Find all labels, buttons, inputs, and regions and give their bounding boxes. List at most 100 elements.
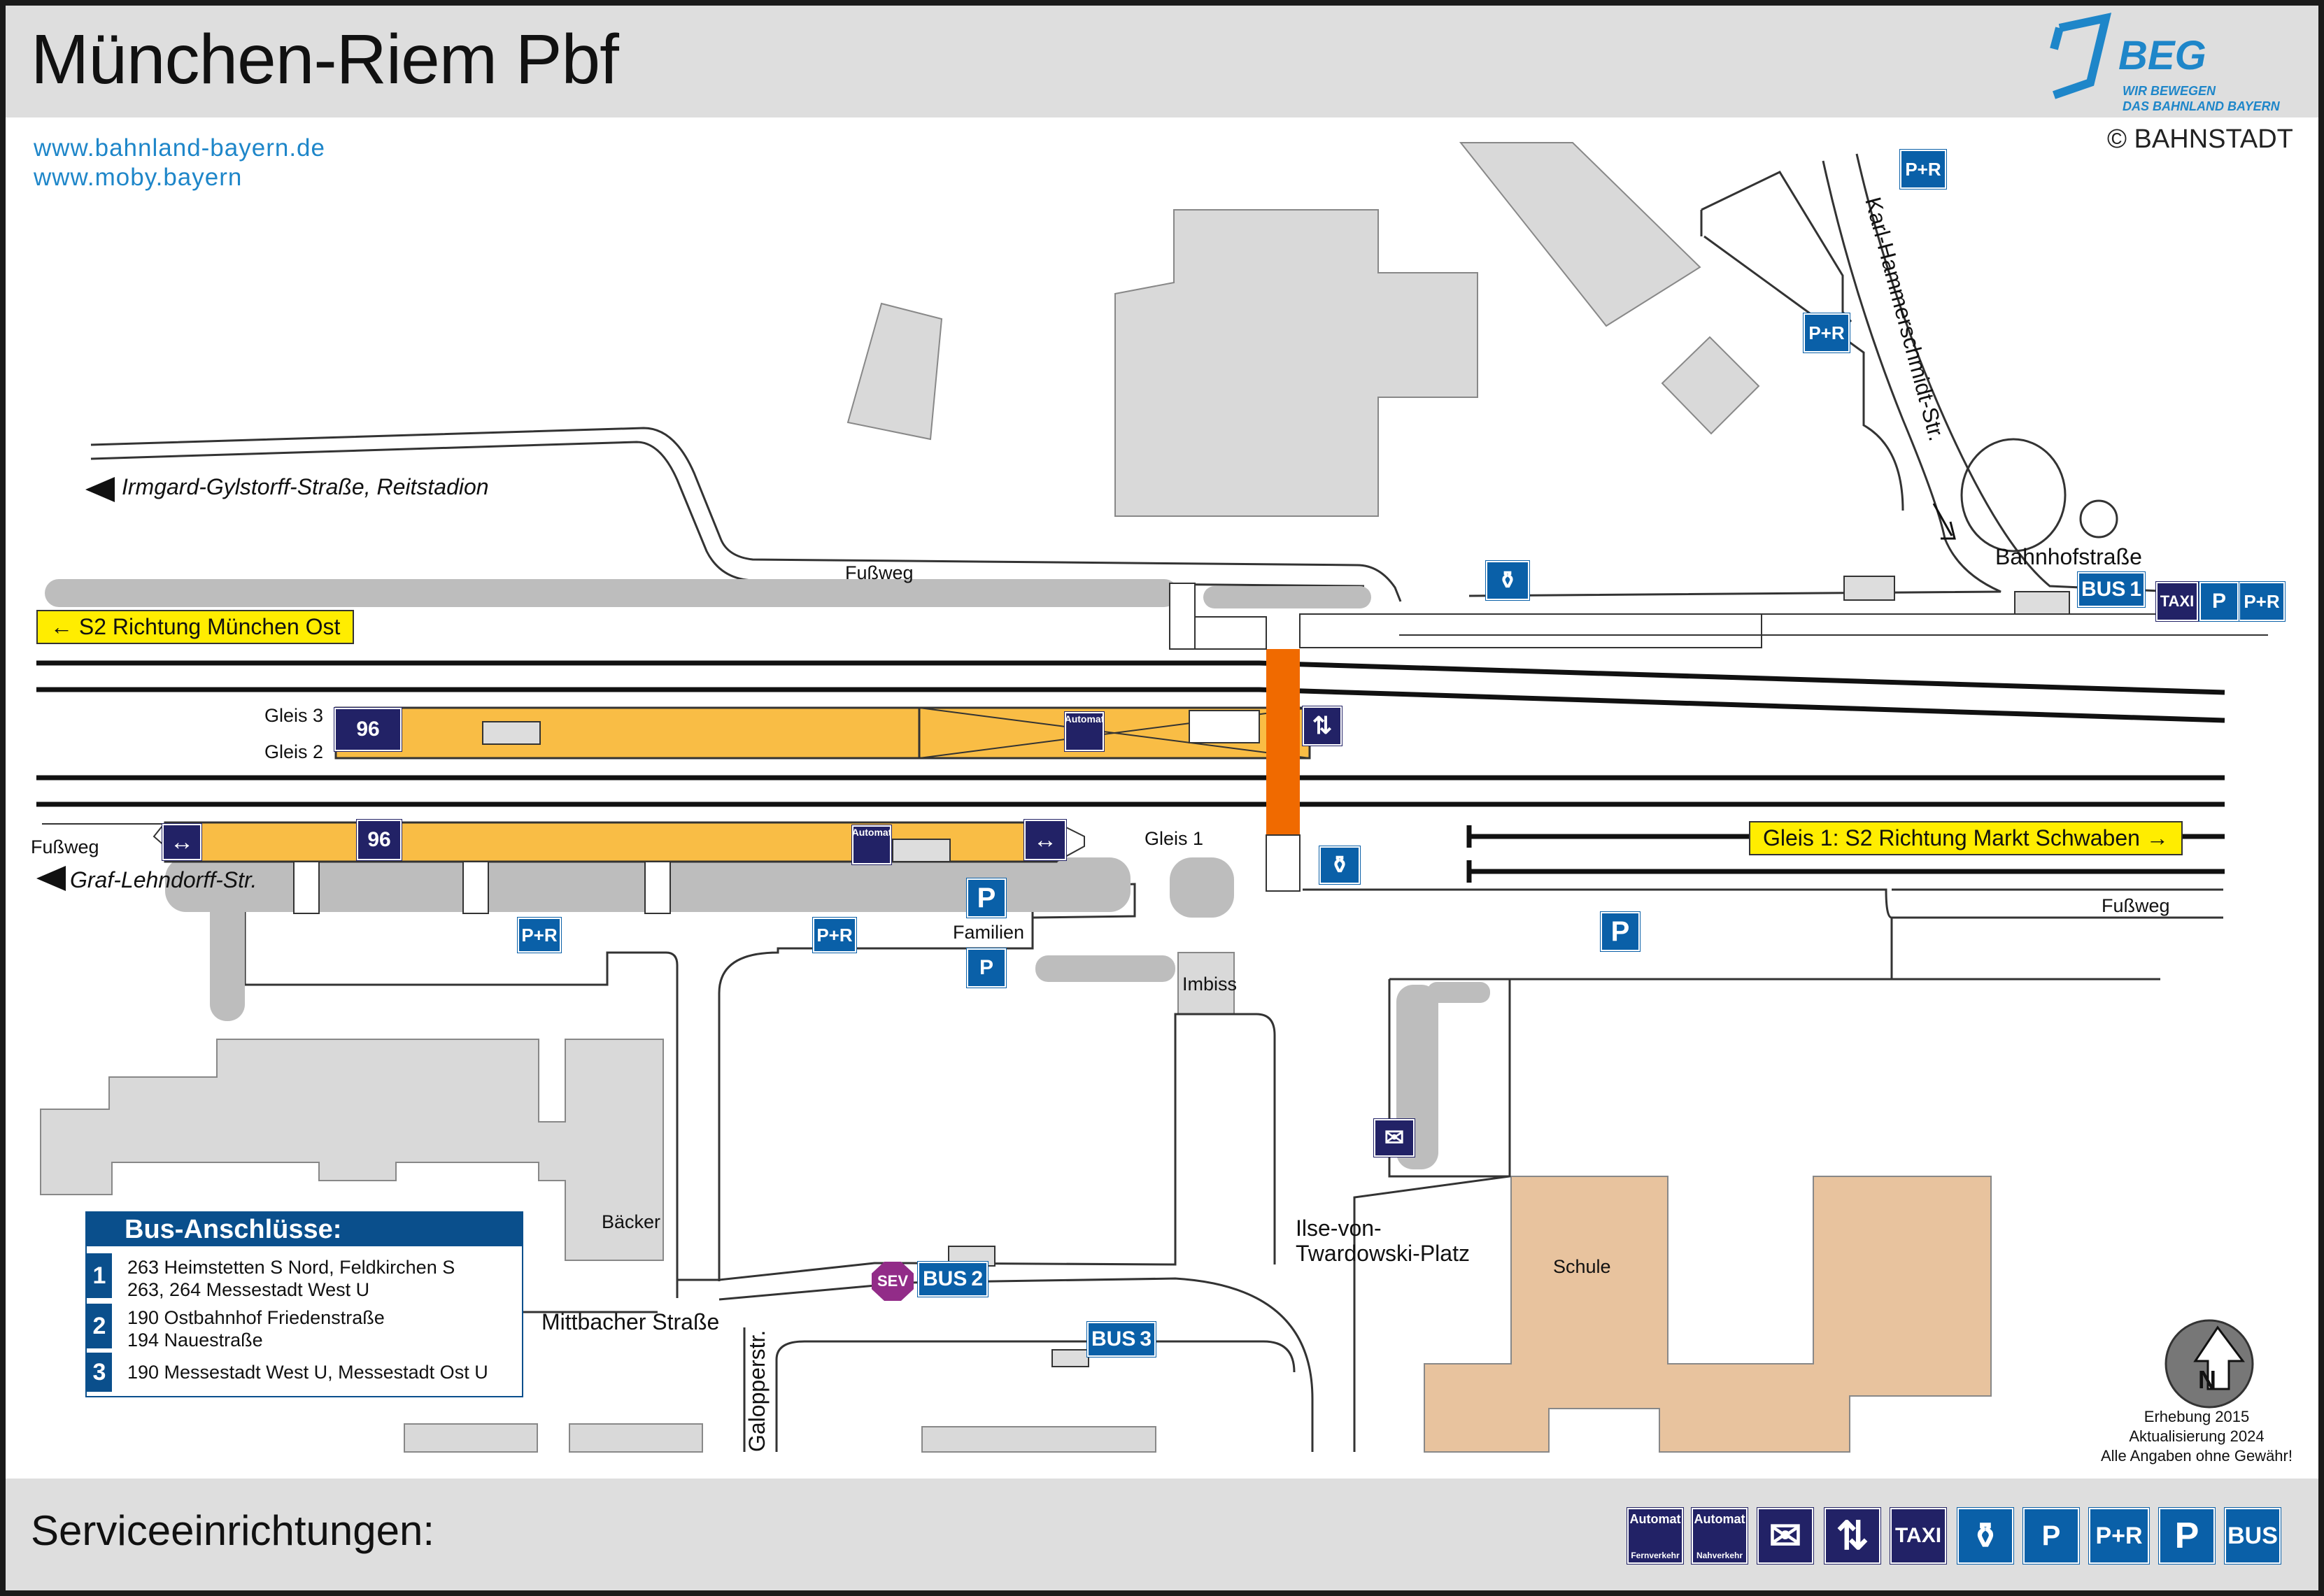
legend-disabled-parking-icon[interactable]: P [2022,1507,2080,1565]
legend-bus-icon[interactable]: BUS [2224,1507,2281,1565]
legend-bike-parking-icon[interactable]: ⚱ [1957,1507,2014,1565]
building-south-3 [921,1426,1156,1453]
survey-line3: Alle Angaben ohne Gewähr! [2101,1447,2293,1465]
bike-parking-icon[interactable]: ⚱ [1485,560,1530,601]
legend-taxi-icon[interactable]: TAXI [1890,1507,1947,1565]
bus-connection-line1: 263 Heimstetten S Nord, Feldkirchen S [127,1257,455,1278]
road-mittbacher-east [718,1277,1314,1452]
platform-gleis-2-3 [334,706,1311,760]
bus-connection-number: 3 [87,1353,112,1392]
disabled-parking-icon[interactable]: P [966,948,1007,988]
label-gleis-3: Gleis 3 [264,705,324,726]
street-galopper: Galopperstr. [744,1330,770,1452]
road-karl-east [1855,153,2269,597]
mailboxes [482,576,2070,1367]
header-bar [6,6,2318,117]
parking-icon[interactable]: P [966,878,1007,918]
ticket-machine-icon[interactable]: Automat [1064,711,1105,752]
park-and-ride-icon[interactable]: P+R [1803,313,1850,353]
park-and-ride-icon[interactable]: P+R [1899,149,1947,190]
direction-east-label: Gleis 1: S2 Richtung Markt Schwaben [1763,825,2140,850]
bike-parking-icon[interactable]: ⚱ [1319,846,1361,885]
taxi-icon[interactable]: TAXI [2155,581,2199,622]
platform-access-icon[interactable]: ↔ [162,823,202,861]
stairs [293,583,1762,914]
hedge-ilse-top [1427,982,1490,1003]
label-imbiss: Imbiss [1182,974,1238,995]
school-building [1424,1176,1992,1453]
road-ilse-box [1388,979,1510,1178]
label-gleis-1: Gleis 1 [1145,828,1204,849]
building-north-2 [1114,209,1478,517]
bus-connection-line1: 190 Ostbahnhof Friedenstraße [127,1307,385,1328]
legend-parking-icon[interactable]: P [2158,1507,2216,1565]
legend-mailbox-icon[interactable]: ✉ [1757,1507,1814,1565]
legend-automat-label: Automat [1694,1511,1745,1526]
building-north-4 [1661,336,1760,435]
beg-logo-path [2053,13,2112,99]
compass-label: N [2198,1365,2216,1394]
sev-icon[interactable]: SEV [872,1262,914,1301]
disabled-parking-icon[interactable]: P [2199,581,2239,622]
bus-connection-number: 2 [87,1304,112,1348]
elevator-96-icon[interactable]: 96 [334,707,402,752]
compass-arrow-icon [2193,1325,2245,1390]
platform-access-icon[interactable]: ↔ [1023,819,1067,861]
street-mittbacher: Mittbacher Straße [541,1309,720,1334]
mailbox-gleis-1 [892,839,951,862]
bus-connections-panel: Bus-Anschlüsse: 1 263 Heimstetten S Nord… [85,1211,523,1397]
survey-info: Erhebung 2015 Aktualisierung 2024 Alle A… [2092,1407,2302,1466]
stair-south-1 [293,861,320,914]
fussweg-east: Fußweg [2102,895,2170,916]
beg-logo-path-2 [2050,27,2064,50]
street-bahnhof: Bahnhofstraße [1995,544,2142,569]
beg-logo-mark [2050,13,2112,99]
elevator-96-icon[interactable]: 96 [356,819,402,861]
roundabout-island [2079,499,2118,539]
legend-elevator-icon[interactable]: ⇅ [1824,1507,1881,1565]
label-gleis-2: Gleis 2 [264,741,324,762]
track-gleis-3 [36,660,2225,695]
street-graf: Graf-Lehndorff-Str. [70,867,257,892]
park-and-ride-icon[interactable]: P+R [517,917,562,953]
bus-icon-label: BUS [1091,1327,1136,1351]
legend-park-and-ride-icon[interactable]: P+R [2088,1507,2150,1565]
building-south-1 [404,1423,538,1453]
link-moby[interactable]: www.moby.bayern [34,164,243,191]
fence-marks [42,613,2268,980]
link-bahnland[interactable]: www.bahnland-bayern.de [34,134,325,162]
mailbox-icon[interactable]: ✉ [1373,1118,1415,1157]
hedge-familien [1035,955,1175,982]
ticket-machine-icon[interactable]: Automat [851,825,892,865]
road-junction [676,1278,719,1298]
label-baecker: Bäcker [602,1211,661,1232]
parking-icon[interactable]: P [1600,911,1641,952]
direction-west-label: S2 Richtung München Ost [78,614,341,639]
park-and-ride-icon[interactable]: P+R [2238,581,2286,622]
beg-logo-sub1: WIR BEWEGEN [2123,84,2216,98]
elevator-icon[interactable]: ⇅ [1302,706,1342,746]
building-baecker [40,1039,664,1261]
mailbox-bus-3 [1051,1349,1089,1367]
park-and-ride-icon[interactable]: P+R [812,917,857,953]
platforms [153,706,1311,863]
legend-nahverkehr-label: Nahverkehr [1696,1550,1743,1560]
arrow-karl [1932,503,1956,540]
bus-stop-number: 2 [971,1267,984,1290]
beg-logo-text: BEG [2118,33,2206,78]
road-karl-building [1701,171,1852,322]
roundabout [1960,438,2067,553]
bus-connection-number: 1 [87,1253,112,1298]
hedge-west-vertical [210,895,245,1021]
bus-connection-line1: 190 Messestadt West U, Messestadt Ost U [127,1362,488,1383]
building-north-1 [846,302,943,441]
